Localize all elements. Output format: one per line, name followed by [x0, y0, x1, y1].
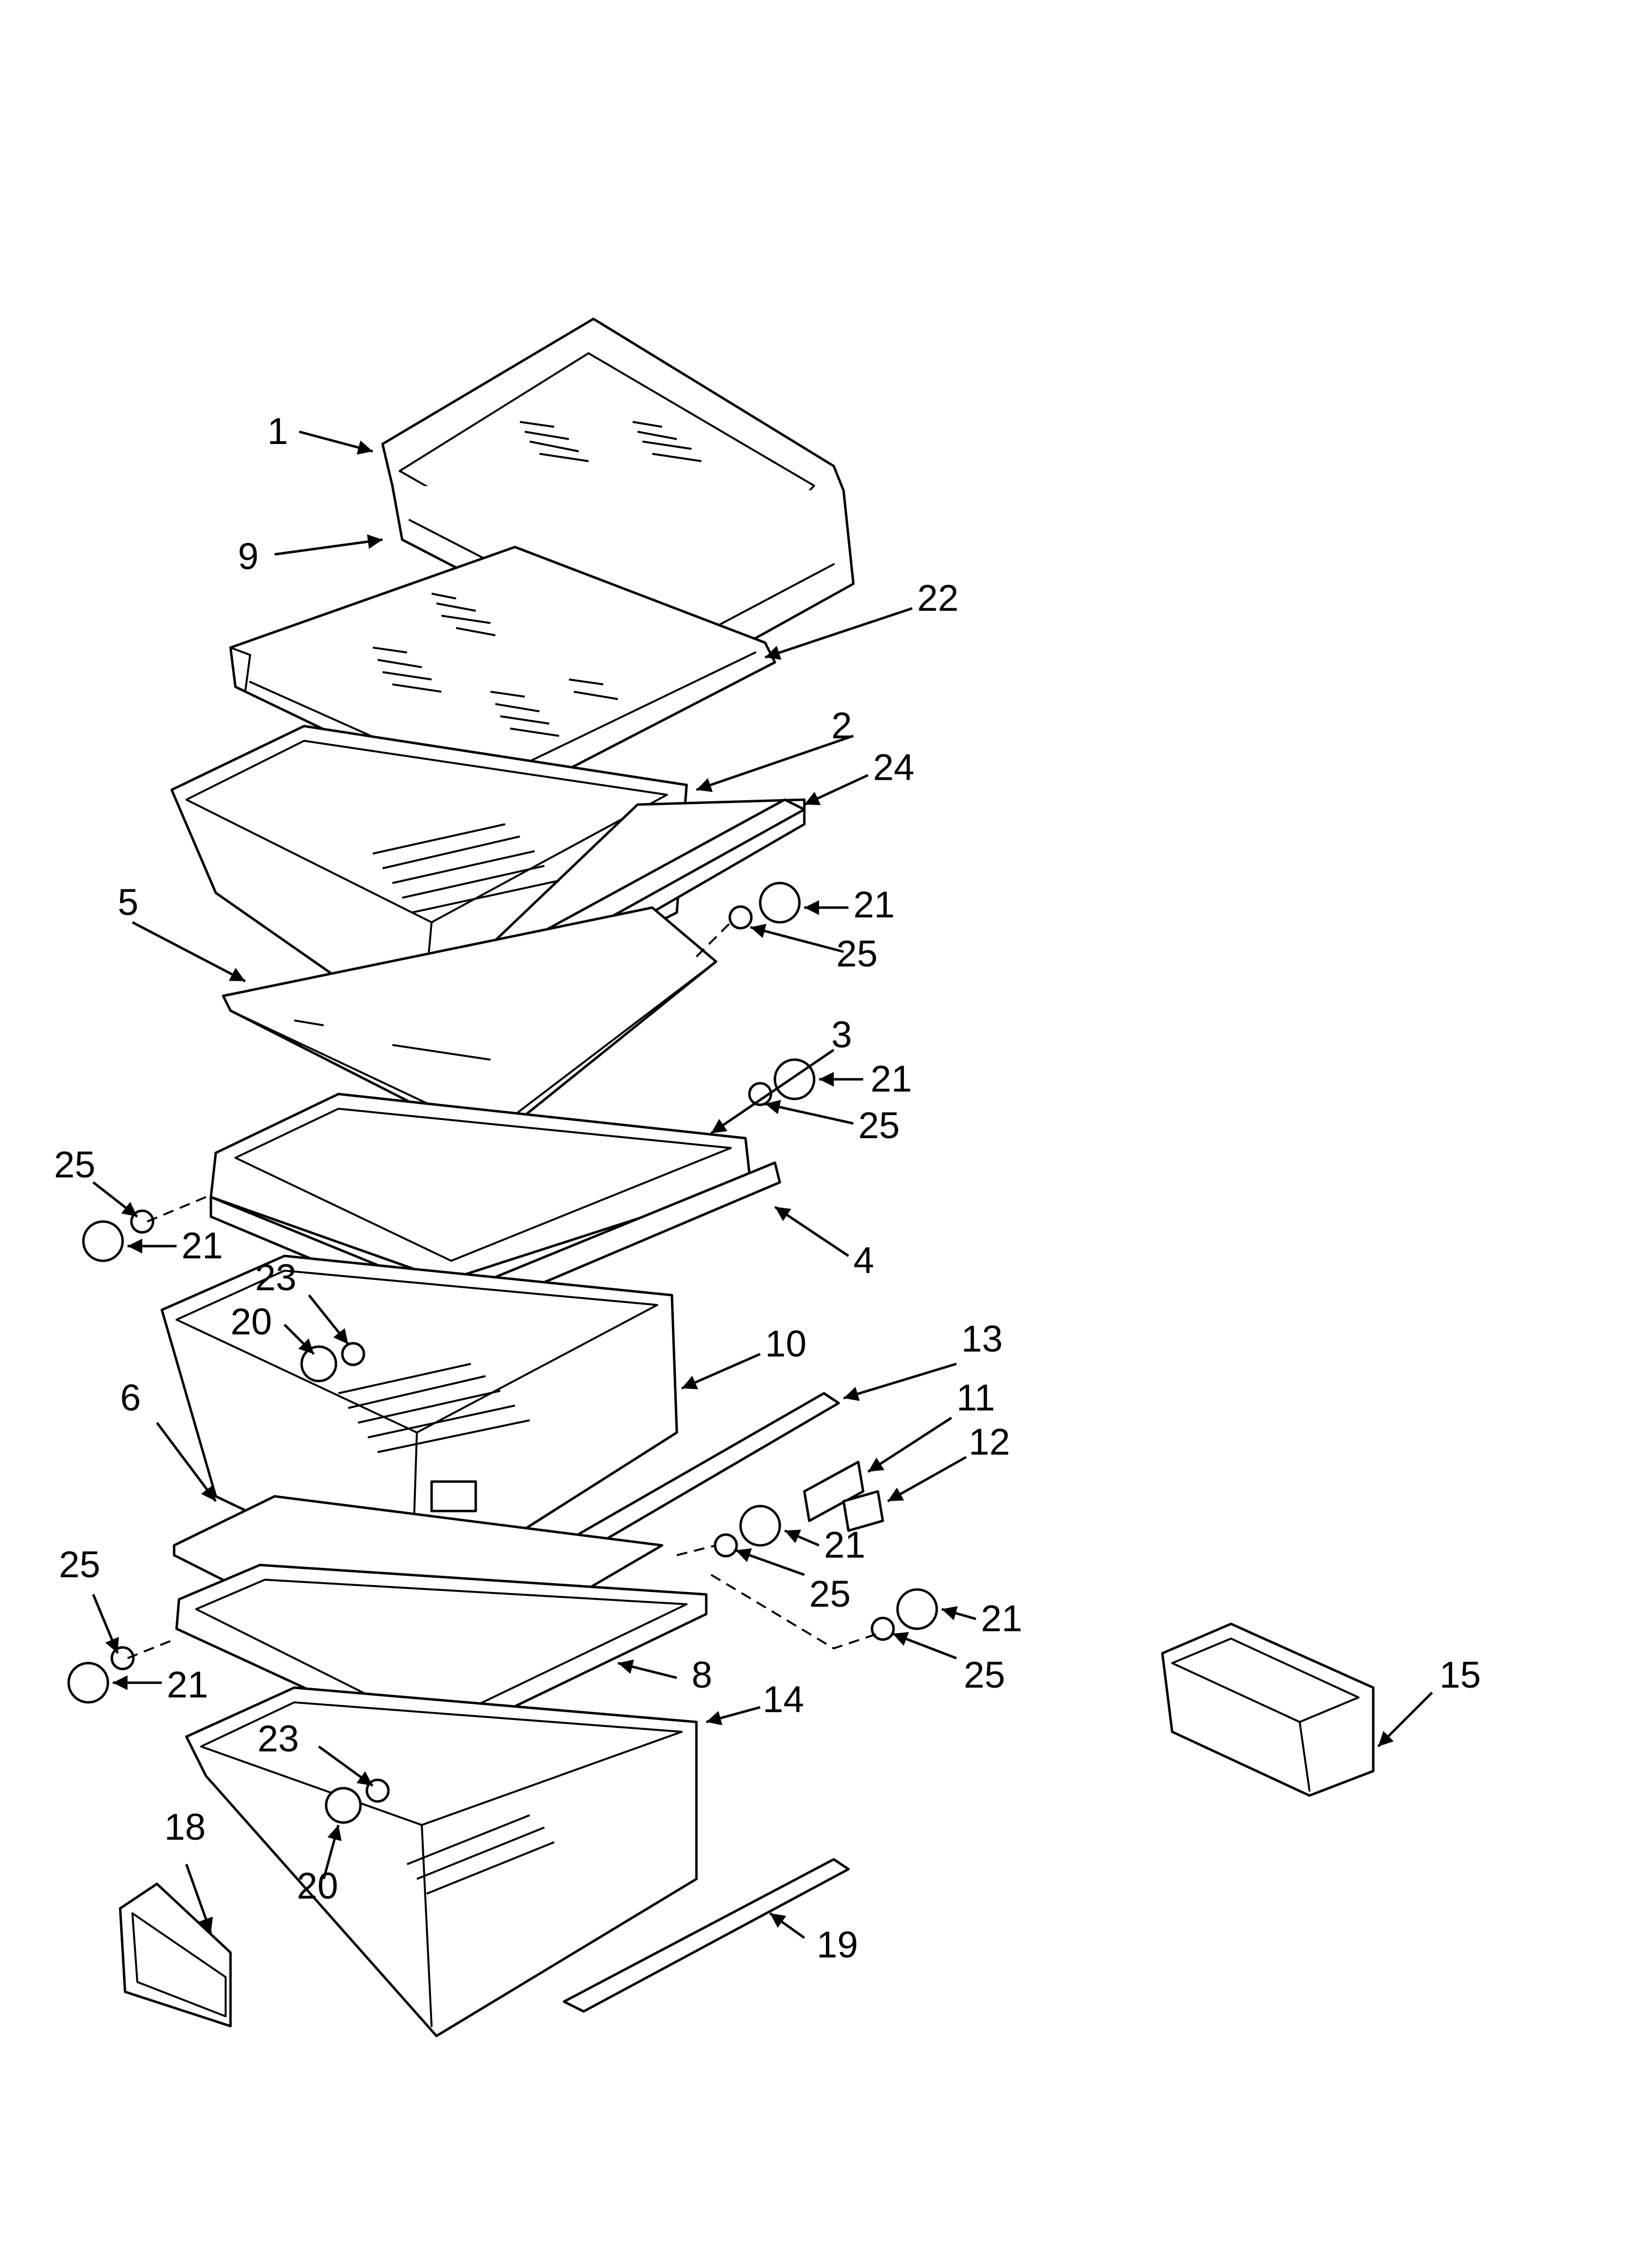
roller-assemblies	[67, 882, 938, 1824]
callout-4: 4	[853, 1240, 874, 1281]
callout-20a: 20	[231, 1301, 272, 1343]
callout-5: 5	[118, 882, 138, 923]
part-18-label-plate	[119, 1882, 232, 2028]
callout-23b: 23	[257, 1718, 299, 1760]
callout-2: 2	[831, 705, 852, 747]
callout-25f: 25	[964, 1654, 1005, 1696]
callout-25e: 25	[59, 1544, 101, 1586]
callout-14: 14	[763, 1679, 804, 1721]
callout-15: 15	[1439, 1654, 1481, 1696]
part-14-lower-crisper-drawer	[185, 1686, 698, 2037]
callout-12: 12	[969, 1421, 1010, 1463]
callout-labels: 1 9 22 2 24 5 21 25 3 21 25 25 21 4 23 2…	[54, 411, 1481, 1966]
callout-21f: 21	[981, 1598, 1023, 1640]
callout-25b: 25	[858, 1105, 900, 1147]
part-6-8-lower-glass-frame	[173, 1495, 708, 1748]
callout-8: 8	[692, 1654, 712, 1696]
callout-25a: 25	[836, 933, 878, 975]
leader-lines	[92, 430, 1433, 1939]
callout-21e: 21	[167, 1664, 208, 1706]
callout-25d: 25	[809, 1573, 851, 1615]
callout-9: 9	[238, 536, 258, 577]
callout-6: 6	[120, 1377, 141, 1419]
callout-1: 1	[267, 411, 288, 452]
callout-20b: 20	[297, 1865, 338, 1907]
callout-18: 18	[164, 1806, 206, 1848]
callout-21a: 21	[853, 884, 895, 926]
callout-21c: 21	[181, 1225, 223, 1267]
callout-13: 13	[961, 1318, 1003, 1360]
part-11-12-clips	[803, 1460, 884, 1532]
part-15-door-bin	[1161, 1622, 1375, 1797]
callout-10: 10	[765, 1323, 807, 1365]
callout-23a: 23	[255, 1257, 297, 1299]
callout-3: 3	[831, 1014, 852, 1056]
callout-24: 24	[873, 747, 915, 788]
callout-21b: 21	[871, 1058, 912, 1100]
callout-11: 11	[956, 1377, 995, 1419]
part-19-bottom-trim	[563, 1858, 850, 2013]
callout-21d: 21	[824, 1524, 866, 1566]
callout-19: 19	[817, 1924, 858, 1966]
callout-22: 22	[917, 577, 959, 619]
callout-25c: 25	[54, 1144, 96, 1186]
